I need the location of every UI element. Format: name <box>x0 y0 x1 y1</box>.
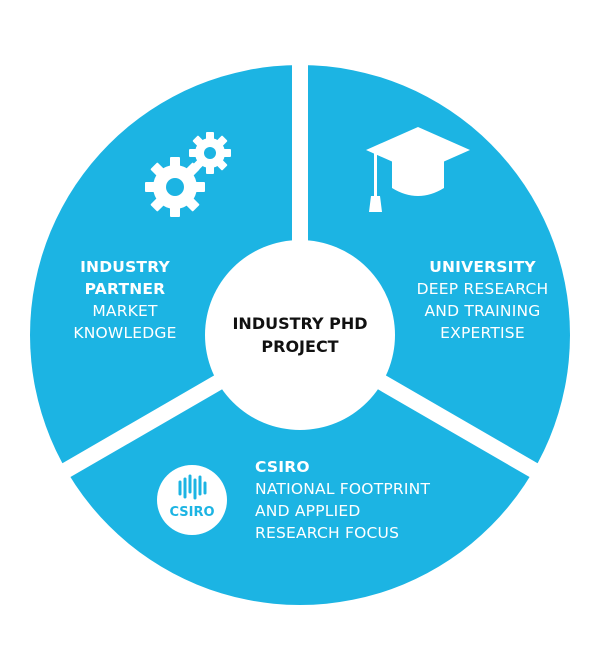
industry-partner-desc-1: MARKET <box>92 302 158 320</box>
industry-partner-label: INDUSTRY PARTNER MARKET KNOWLEDGE <box>40 256 210 344</box>
csiro-label: CSIRO NATIONAL FOOTPRINT AND APPLIED RES… <box>255 456 495 544</box>
csiro-logo-text: CSIRO <box>169 505 214 520</box>
center-title: INDUSTRY PHD PROJECT <box>210 312 390 358</box>
gears-icon <box>145 132 231 217</box>
industry-partner-heading-2: PARTNER <box>84 280 166 298</box>
center-hub <box>205 240 395 430</box>
industry-partner-heading-1: INDUSTRY <box>80 258 170 276</box>
university-label: UNIVERSITY DEEP RESEARCH AND TRAINING EX… <box>395 256 570 344</box>
center-title-line-2: PROJECT <box>261 337 339 356</box>
csiro-logo: CSIRO <box>157 465 227 535</box>
csiro-desc-1: NATIONAL FOOTPRINT <box>255 480 431 498</box>
university-heading: UNIVERSITY <box>429 258 536 276</box>
graduation-cap-icon <box>366 127 470 212</box>
university-desc-3: EXPERTISE <box>440 324 525 342</box>
university-desc-1: DEEP RESEARCH <box>416 280 549 298</box>
csiro-desc-3: RESEARCH FOCUS <box>255 524 400 542</box>
center-title-line-1: INDUSTRY PHD <box>232 314 368 333</box>
industry-partner-desc-2: KNOWLEDGE <box>73 324 177 342</box>
csiro-heading: CSIRO <box>255 458 310 476</box>
csiro-desc-2: AND APPLIED <box>255 502 361 520</box>
university-desc-2: AND TRAINING <box>424 302 541 320</box>
